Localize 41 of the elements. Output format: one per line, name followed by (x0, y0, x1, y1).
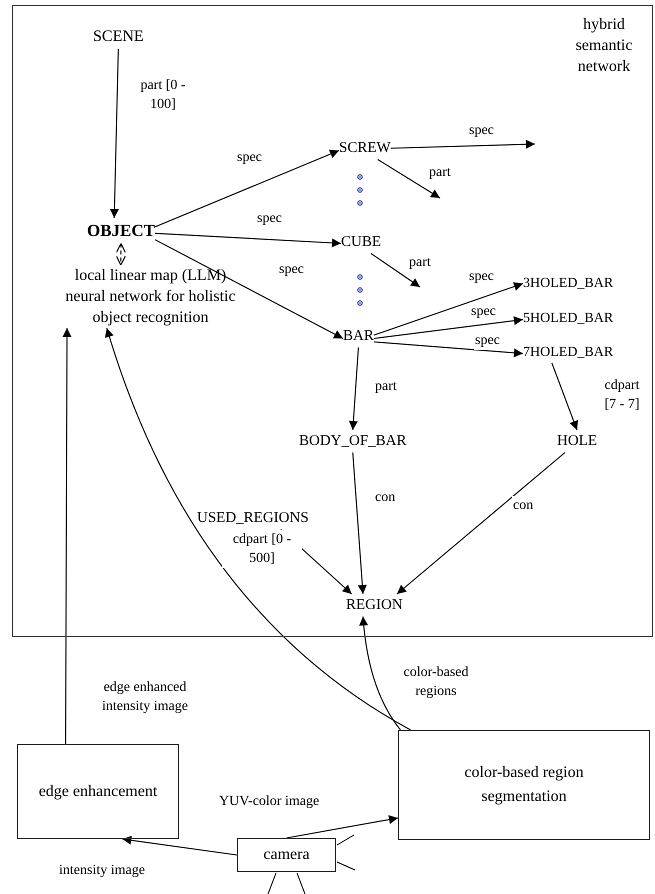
network-frame (12, 5, 653, 637)
arrow (374, 282, 524, 336)
frame-title: hybrid semantic network (574, 15, 634, 77)
arrow (390, 140, 536, 149)
arrow (377, 159, 440, 198)
arrow (62, 328, 72, 744)
concept-label: 5HOLED_BAR (523, 308, 614, 329)
concept-label: USED_REGIONS (197, 507, 309, 530)
concept-label: HOLE (557, 430, 597, 452)
arrow (154, 239, 344, 339)
double-arrow (116, 242, 126, 266)
edge-label: spec (470, 302, 497, 321)
arrow (374, 341, 524, 358)
arrow (286, 815, 398, 839)
edge-label: cdpart [0 - 500] (222, 530, 302, 568)
arrow (105, 328, 411, 730)
arrow (551, 362, 578, 430)
arrow (352, 452, 367, 594)
camera-box: camera (237, 838, 336, 872)
arrow (370, 253, 420, 288)
concept-label: SCREW (339, 137, 391, 160)
module-label: local linear map (LLM) neural network for holistic object recognition (63, 265, 238, 328)
edge-label: YUV-color image (218, 792, 320, 811)
concept-label: CUBE (341, 231, 382, 254)
concept-label: 3HOLED_BAR (523, 273, 614, 294)
arrow (374, 316, 524, 340)
arrow (396, 452, 566, 594)
process-box: edge enhancement (17, 744, 179, 839)
concept-label: BODY_OF_BAR (299, 430, 407, 452)
concept-label: REGION (346, 594, 403, 616)
concept-label: 7HOLED_BAR (523, 342, 614, 363)
process-box: color-based region segmentation (398, 730, 650, 840)
arrow (154, 150, 340, 228)
arrow (359, 616, 401, 730)
arrow (155, 232, 342, 248)
arrow (348, 347, 359, 430)
concept-label: SCENE (93, 25, 144, 49)
concept-label: BAR (343, 325, 374, 348)
arrow (110, 48, 119, 218)
concept-label: OBJECT (87, 218, 156, 244)
arrow (122, 836, 238, 856)
